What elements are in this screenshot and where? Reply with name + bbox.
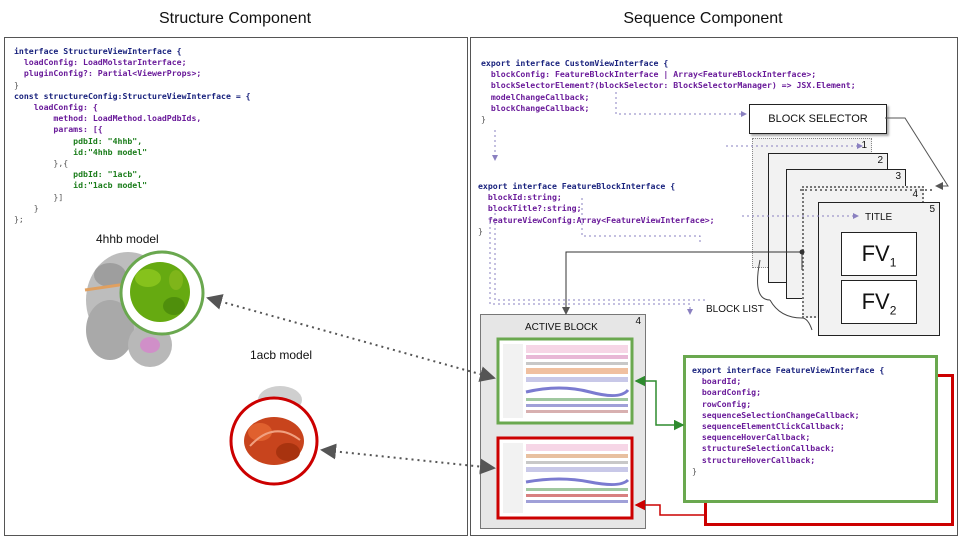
active-block-number: 4 bbox=[635, 316, 641, 327]
structure-component-heading: Structure Component bbox=[158, 10, 312, 27]
block-selector-box[interactable]: BLOCK SELECTOR bbox=[749, 104, 887, 134]
feature-block-code: export interface FeatureBlockInterface {… bbox=[478, 181, 715, 236]
protein-1acb-structure bbox=[229, 386, 319, 486]
feature-view-interface-box bbox=[683, 355, 938, 503]
block-title-label: TITLE bbox=[865, 212, 893, 223]
feature-view-code: export interface FeatureViewInterface { … bbox=[692, 365, 885, 476]
link-1acb-to-block bbox=[320, 443, 496, 475]
link-4hhb-to-block bbox=[206, 294, 496, 382]
feature-viewer-green[interactable] bbox=[496, 337, 634, 425]
block-card-5[interactable]: 5 TITLE FV1 FV2 bbox=[818, 202, 940, 336]
feature-view-1[interactable]: FV1 bbox=[841, 232, 917, 276]
model-4hhb-label: 4hhb model bbox=[96, 232, 159, 246]
active-block-label: ACTIVE BLOCK bbox=[525, 322, 598, 333]
block-selector-label: BLOCK SELECTOR bbox=[768, 113, 868, 125]
structure-code: interface StructureViewInterface { loadC… bbox=[14, 46, 251, 225]
green-connector bbox=[634, 375, 685, 431]
feature-viewer-red[interactable] bbox=[496, 436, 634, 520]
block-list-label: BLOCK LIST bbox=[706, 304, 764, 315]
protein-4hhb-structure bbox=[84, 250, 205, 367]
feature-view-2[interactable]: FV2 bbox=[841, 280, 917, 324]
custom-view-code: export interface CustomViewInterface { b… bbox=[481, 58, 856, 125]
red-connector bbox=[634, 499, 706, 516]
sequence-component-heading: Sequence Component bbox=[623, 10, 783, 27]
